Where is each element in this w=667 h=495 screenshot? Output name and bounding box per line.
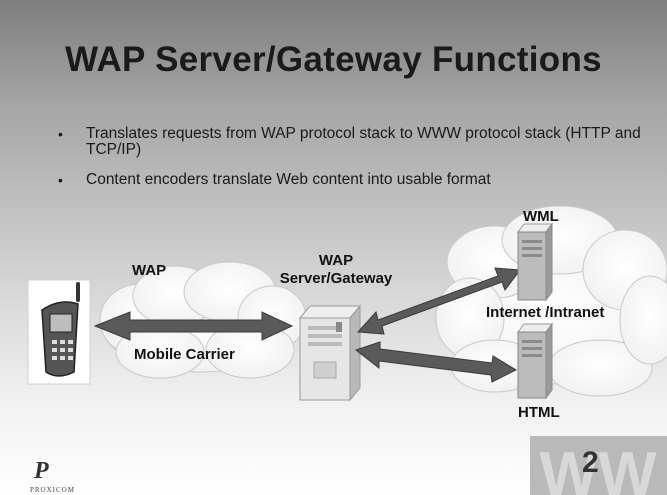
proxicom-logo-text: PROXICOM — [30, 486, 75, 494]
bullet-item: Translates requests from WAP protocol st… — [56, 126, 646, 158]
badge-letters: WW — [539, 440, 657, 495]
page-number: 2 — [582, 446, 599, 479]
html-label: HTML — [518, 404, 560, 421]
gateway-label-line2: Server/Gateway — [279, 270, 393, 287]
wml-server-icon — [517, 222, 553, 302]
html-server-icon — [517, 322, 553, 400]
wap-label: WAP — [132, 262, 167, 279]
gateway-label-line1: WAP — [318, 252, 354, 269]
arrow-gateway-html — [354, 341, 518, 383]
gateway-server-icon — [298, 304, 362, 402]
mobile-phone-icon — [27, 279, 91, 385]
page-badge: WW — [530, 436, 667, 495]
mobile-carrier-label: Mobile Carrier — [134, 346, 235, 363]
wml-label: WML — [523, 208, 559, 225]
bullet-item: Content encoders translate Web content i… — [56, 172, 646, 189]
internet-intranet-label: Internet /Intranet — [486, 304, 605, 321]
slide-title: WAP Server/Gateway Functions — [65, 40, 602, 79]
proxicom-logo-icon: P — [34, 458, 49, 484]
arrow-phone-gateway — [93, 311, 294, 341]
bullet-list: Translates requests from WAP protocol st… — [56, 126, 646, 202]
